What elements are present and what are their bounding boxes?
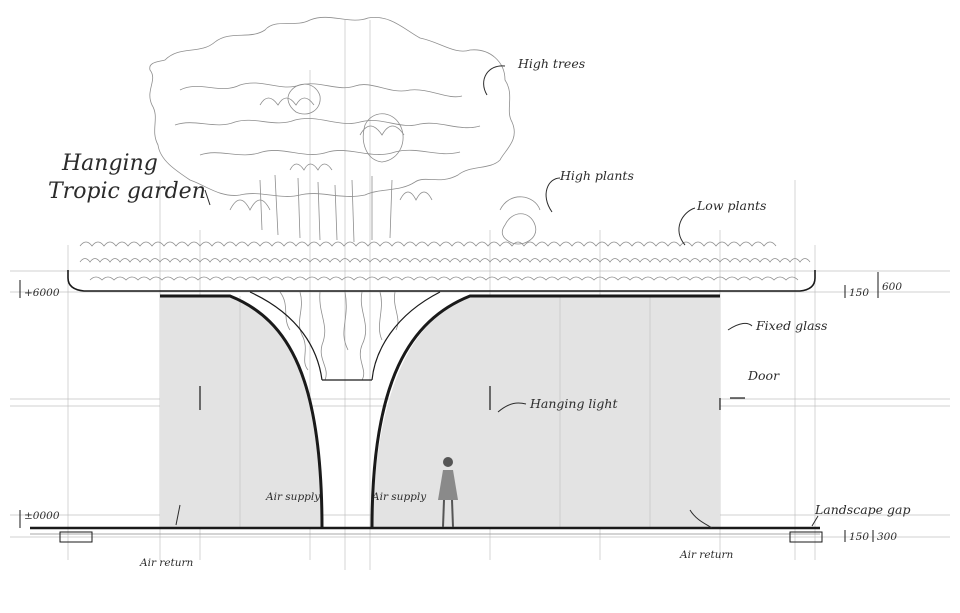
label-door: Door (747, 368, 780, 383)
hanging-light-marks (199, 386, 745, 410)
level-markers (19, 272, 879, 542)
level-roof-right-b: 600 (882, 281, 902, 293)
label-landscape-gap: Landscape gap (814, 502, 911, 517)
label-fixed-glass: Fixed glass (755, 318, 827, 333)
human-figure (438, 457, 458, 528)
label-air-return-right: Air return (679, 549, 734, 561)
label-hanging: Hanging (61, 151, 158, 176)
tree-canopy (149, 16, 541, 245)
label-high-plants: High plants (559, 168, 634, 183)
label-tropic-garden: Tropic garden (48, 179, 206, 204)
label-high-trees: High trees (517, 56, 585, 71)
hanging-roots (279, 291, 399, 381)
level-floor-right-b: 300 (877, 531, 897, 543)
floor (30, 526, 823, 543)
annotations: Hanging Tropic garden High trees High pl… (24, 56, 911, 569)
label-low-plants: Low plants (696, 198, 766, 213)
level-floor-right-a: 150 (849, 531, 869, 543)
label-air-return-left: Air return (139, 557, 194, 569)
level-roof-right-a: 150 (849, 287, 869, 299)
label-air-supply-right: Air supply (371, 491, 427, 503)
level-roof-left: +6000 (24, 287, 60, 299)
glass-infill (160, 296, 720, 528)
level-floor-left: ±0000 (24, 510, 60, 522)
label-air-supply-left: Air supply (265, 491, 321, 503)
label-hanging-light: Hanging light (529, 396, 618, 411)
leader-lines (175, 65, 819, 529)
structure (67, 270, 816, 529)
planting-band (79, 241, 811, 281)
